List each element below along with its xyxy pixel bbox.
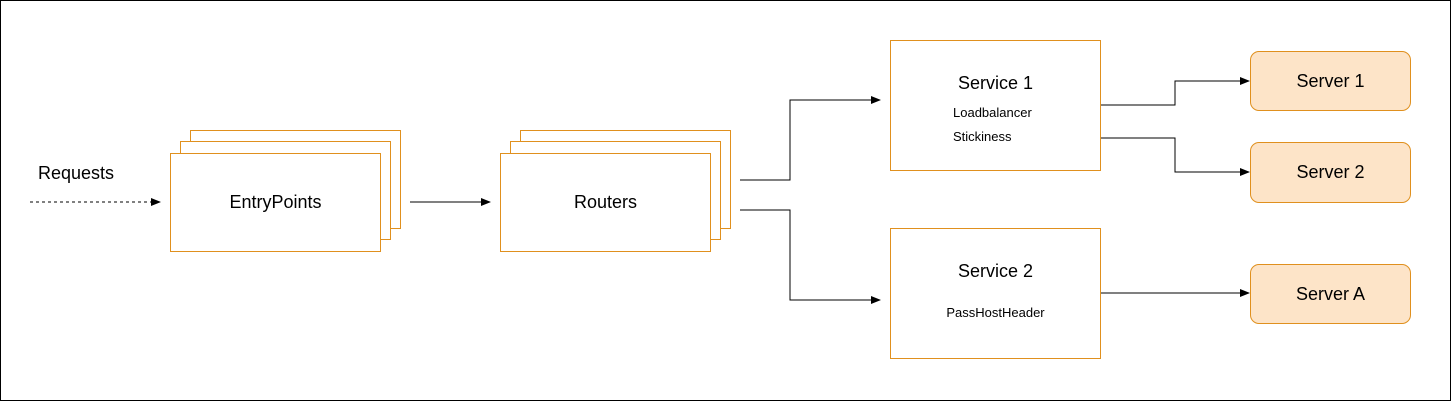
service2-title: Service 2 [957, 261, 1034, 281]
service1-to-server2-arrow [1100, 137, 1250, 176]
service1-attribute-stickiness: Stickiness [953, 129, 1012, 144]
service2-attribute-passhostheader: PassHostHeader [946, 305, 1045, 320]
service1-title: Service 1 [957, 73, 1034, 93]
service1-box[interactable]: Service 1 Loadbalancer Stickiness [890, 40, 1101, 171]
server-a[interactable]: Server A [1250, 264, 1411, 324]
service1-attribute-loadbalancer: Loadbalancer [953, 105, 1032, 120]
entrypoints-label: EntryPoints [229, 192, 322, 212]
server-1[interactable]: Server 1 [1250, 51, 1411, 111]
server-a-label: Server A [1295, 283, 1366, 304]
requests-label: Requests [38, 163, 115, 183]
routers-label: Routers [573, 192, 638, 212]
server-1-label: Server 1 [1296, 70, 1365, 91]
routers-to-service1-arrow [740, 96, 881, 181]
server-2-label: Server 2 [1296, 162, 1365, 182]
service2-box[interactable]: Service 2 PassHostHeader [890, 228, 1101, 359]
entrypoints-box[interactable]: EntryPoints [170, 153, 381, 252]
server-2[interactable]: Server 2 [1250, 142, 1411, 203]
routers-to-service2-arrow [740, 209, 881, 304]
service1-to-server1-arrow [1100, 77, 1250, 106]
routers-box[interactable]: Routers [500, 153, 711, 252]
